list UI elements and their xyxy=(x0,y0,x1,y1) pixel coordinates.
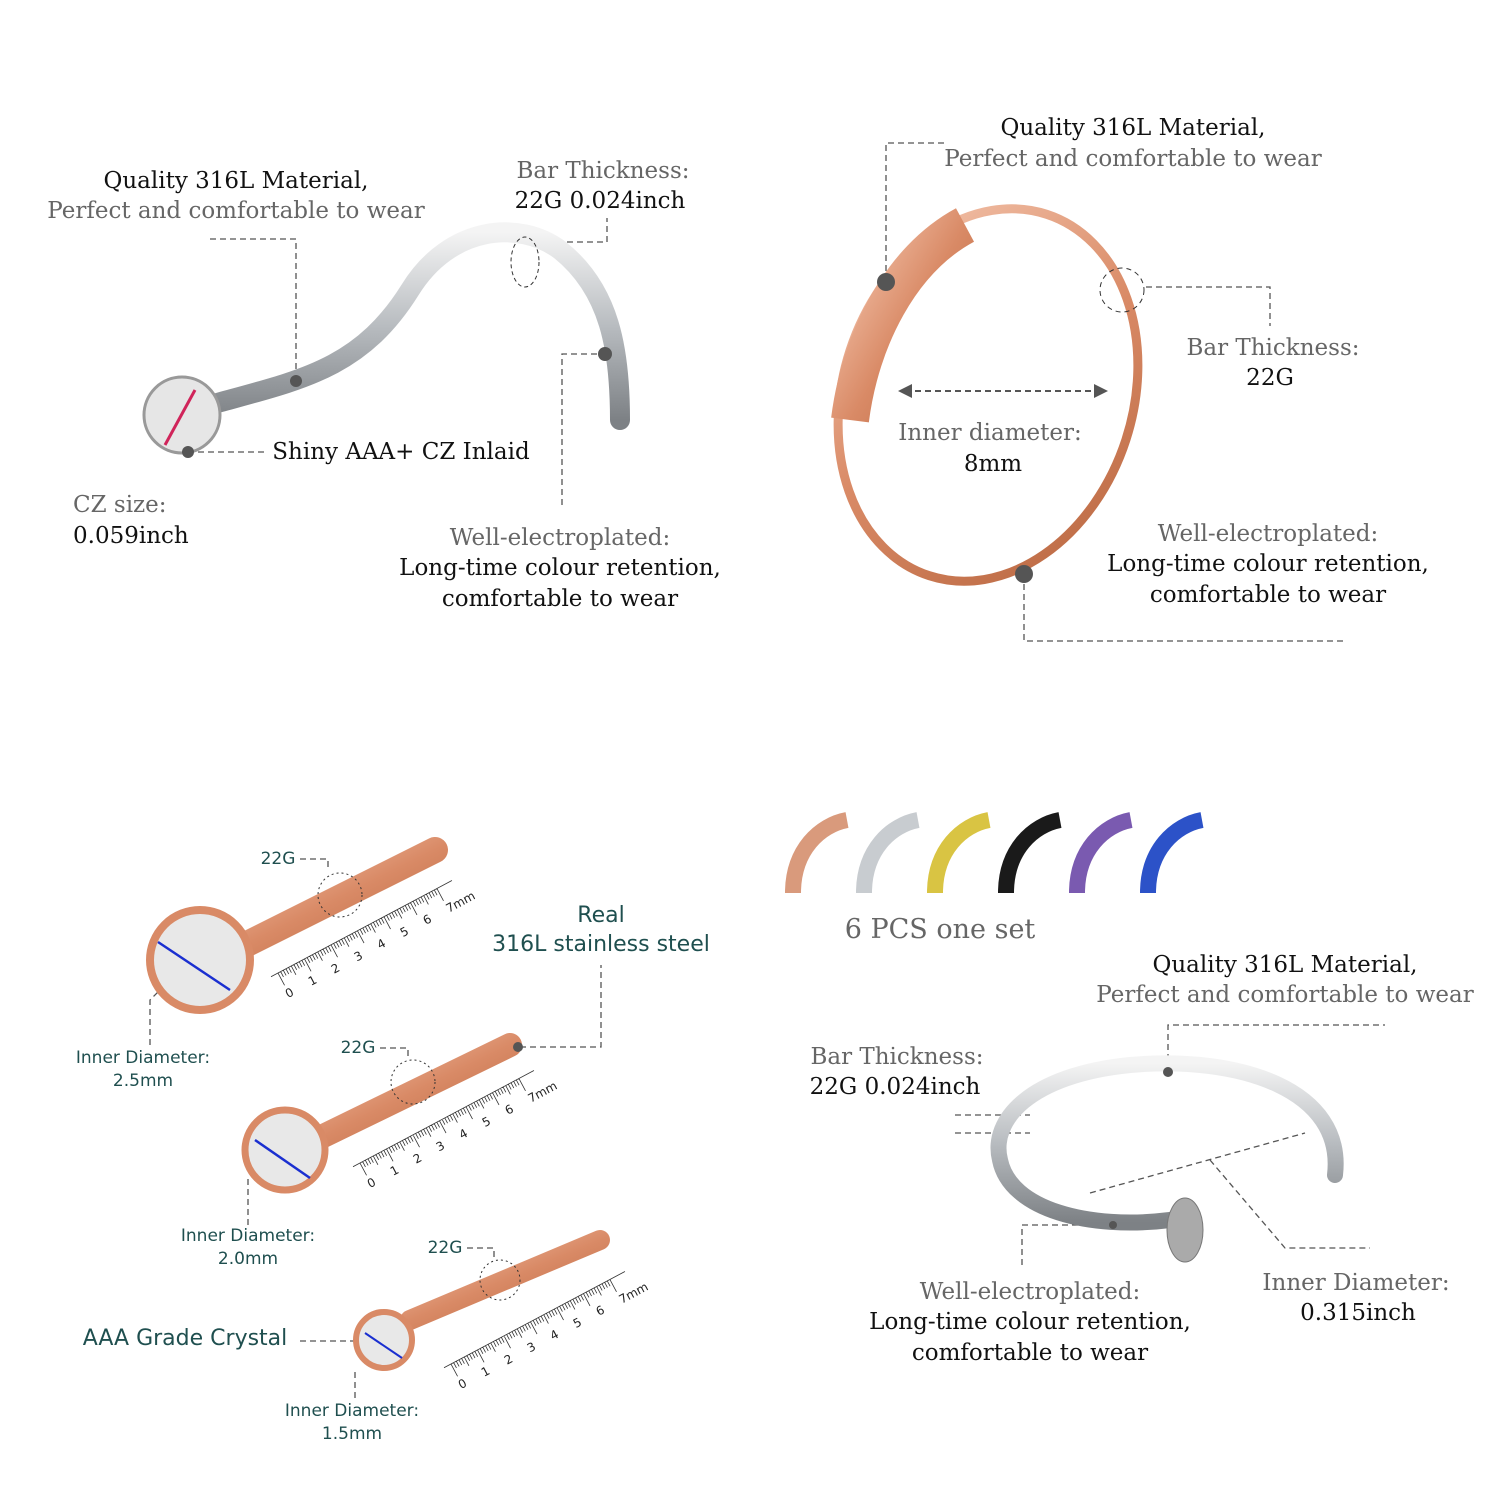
ruler-tick-label: 0 xyxy=(364,1174,379,1191)
set-bar-title: Bar Thickness: xyxy=(810,1044,984,1070)
steel-line2: 316L stainless steel xyxy=(492,932,710,957)
ruler-tick-label: 2 xyxy=(410,1150,425,1167)
stud2-diameter-value: 2.0mm xyxy=(217,1249,279,1269)
hoop-plating-line1: Long-time colour retention, xyxy=(1107,551,1429,577)
ruler-tick-label: 1 xyxy=(478,1363,493,1380)
color-swatch xyxy=(1069,812,1133,894)
rose-gold-hoop-illustration xyxy=(831,204,1145,586)
steel-line1: Real xyxy=(577,903,625,928)
ruler-tick-label: 5 xyxy=(479,1113,493,1130)
color-swatch xyxy=(998,812,1062,894)
set-plating-line2: comfortable to wear xyxy=(911,1340,1149,1366)
silver-nose-ring-illustration xyxy=(990,1055,1344,1263)
hoop-diameter-title: Inner diameter: xyxy=(898,420,1082,446)
stud3-diameter-value: 1.5mm xyxy=(321,1424,383,1444)
ruler-tick-label: 1 xyxy=(387,1162,402,1179)
ruler-tick-label: 4 xyxy=(456,1126,471,1143)
ruler-tick-label: 3 xyxy=(351,948,366,965)
hoop-material-sub: Perfect and comfortable to wear xyxy=(944,146,1322,172)
nose-screw-illustration xyxy=(142,222,630,458)
ruler-tick-label: 3 xyxy=(524,1339,539,1356)
ruler-tick-label: 4 xyxy=(547,1327,562,1344)
hoop-diameter-value: 8mm xyxy=(963,451,1023,477)
screw-material-sub: Perfect and comfortable to wear xyxy=(47,198,425,224)
hoop-bar-value: 22G xyxy=(1246,365,1294,391)
callout-lines xyxy=(149,142,1385,1398)
color-swatch xyxy=(1140,812,1204,894)
screw-plating-line1: Long-time colour retention, xyxy=(399,555,721,581)
stud3-gauge: 22G xyxy=(427,1238,463,1258)
screw-material-title: Quality 316L Material, xyxy=(103,168,369,194)
stud3-diameter-title: Inner Diameter: xyxy=(284,1401,420,1421)
hoop-material-title: Quality 316L Material, xyxy=(1000,115,1266,141)
cz-label: Shiny AAA+ CZ Inlaid xyxy=(272,439,530,465)
set-plating-line1: Long-time colour retention, xyxy=(869,1309,1191,1335)
ruler-scale xyxy=(352,1070,535,1176)
ruler-scale xyxy=(270,880,453,986)
ruler-tick-label: 6 xyxy=(502,1101,516,1118)
hoop-plating-title: Well-electroplated: xyxy=(1157,521,1379,547)
stud2-gauge: 22G xyxy=(340,1038,376,1058)
hoop-plating-line2: comfortable to wear xyxy=(1149,582,1387,608)
screw-bar-value: 22G 0.024inch xyxy=(514,188,686,214)
ruler-scale xyxy=(443,1271,626,1377)
ruler-tick-label: 1 xyxy=(305,972,320,989)
stud1-diameter-value: 2.5mm xyxy=(112,1071,174,1091)
nose-stud-illustrations xyxy=(146,837,610,1371)
crystal-label: AAA Grade Crystal xyxy=(82,1326,288,1351)
color-swatch xyxy=(927,812,991,894)
stud2-diameter-title: Inner Diameter: xyxy=(180,1226,316,1246)
set-diameter-title: Inner Diameter: xyxy=(1262,1270,1450,1296)
hoop-bar-title: Bar Thickness: xyxy=(1186,335,1360,361)
color-swatches xyxy=(785,812,1204,894)
ruler-tick-label: 6 xyxy=(420,911,434,928)
cz-size-title: CZ size: xyxy=(73,492,167,518)
ruler-tick-label: 0 xyxy=(282,984,297,1001)
set-diameter-value: 0.315inch xyxy=(1300,1300,1416,1326)
ruler-tick-label: 4 xyxy=(374,936,389,953)
color-swatch xyxy=(856,812,920,894)
cz-size-value: 0.059inch xyxy=(73,523,189,549)
ruler-tick-label: 2 xyxy=(328,960,343,977)
set-label: 6 PCS one set xyxy=(844,914,1036,945)
set-plating-title: Well-electroplated: xyxy=(919,1279,1141,1305)
ruler-tick-label: 0 xyxy=(455,1375,470,1392)
set-material-title: Quality 316L Material, xyxy=(1152,952,1418,978)
screw-bar-title: Bar Thickness: xyxy=(516,158,690,184)
ruler-tick-label: 2 xyxy=(501,1351,516,1368)
screw-plating-line2: comfortable to wear xyxy=(441,586,679,612)
ruler-tick-label: 6 xyxy=(593,1302,607,1319)
ruler-tick-label: 3 xyxy=(433,1138,448,1155)
set-material-sub: Perfect and comfortable to wear xyxy=(1096,982,1474,1008)
ruler-tick-label: 5 xyxy=(570,1314,584,1331)
stud1-diameter-title: Inner Diameter: xyxy=(75,1048,211,1068)
set-bar-value: 22G 0.024inch xyxy=(809,1074,981,1100)
ruler-tick-label: 5 xyxy=(397,923,411,940)
stud1-gauge: 22G xyxy=(260,849,296,869)
screw-plating-title: Well-electroplated: xyxy=(449,525,671,551)
color-swatch xyxy=(785,812,849,894)
